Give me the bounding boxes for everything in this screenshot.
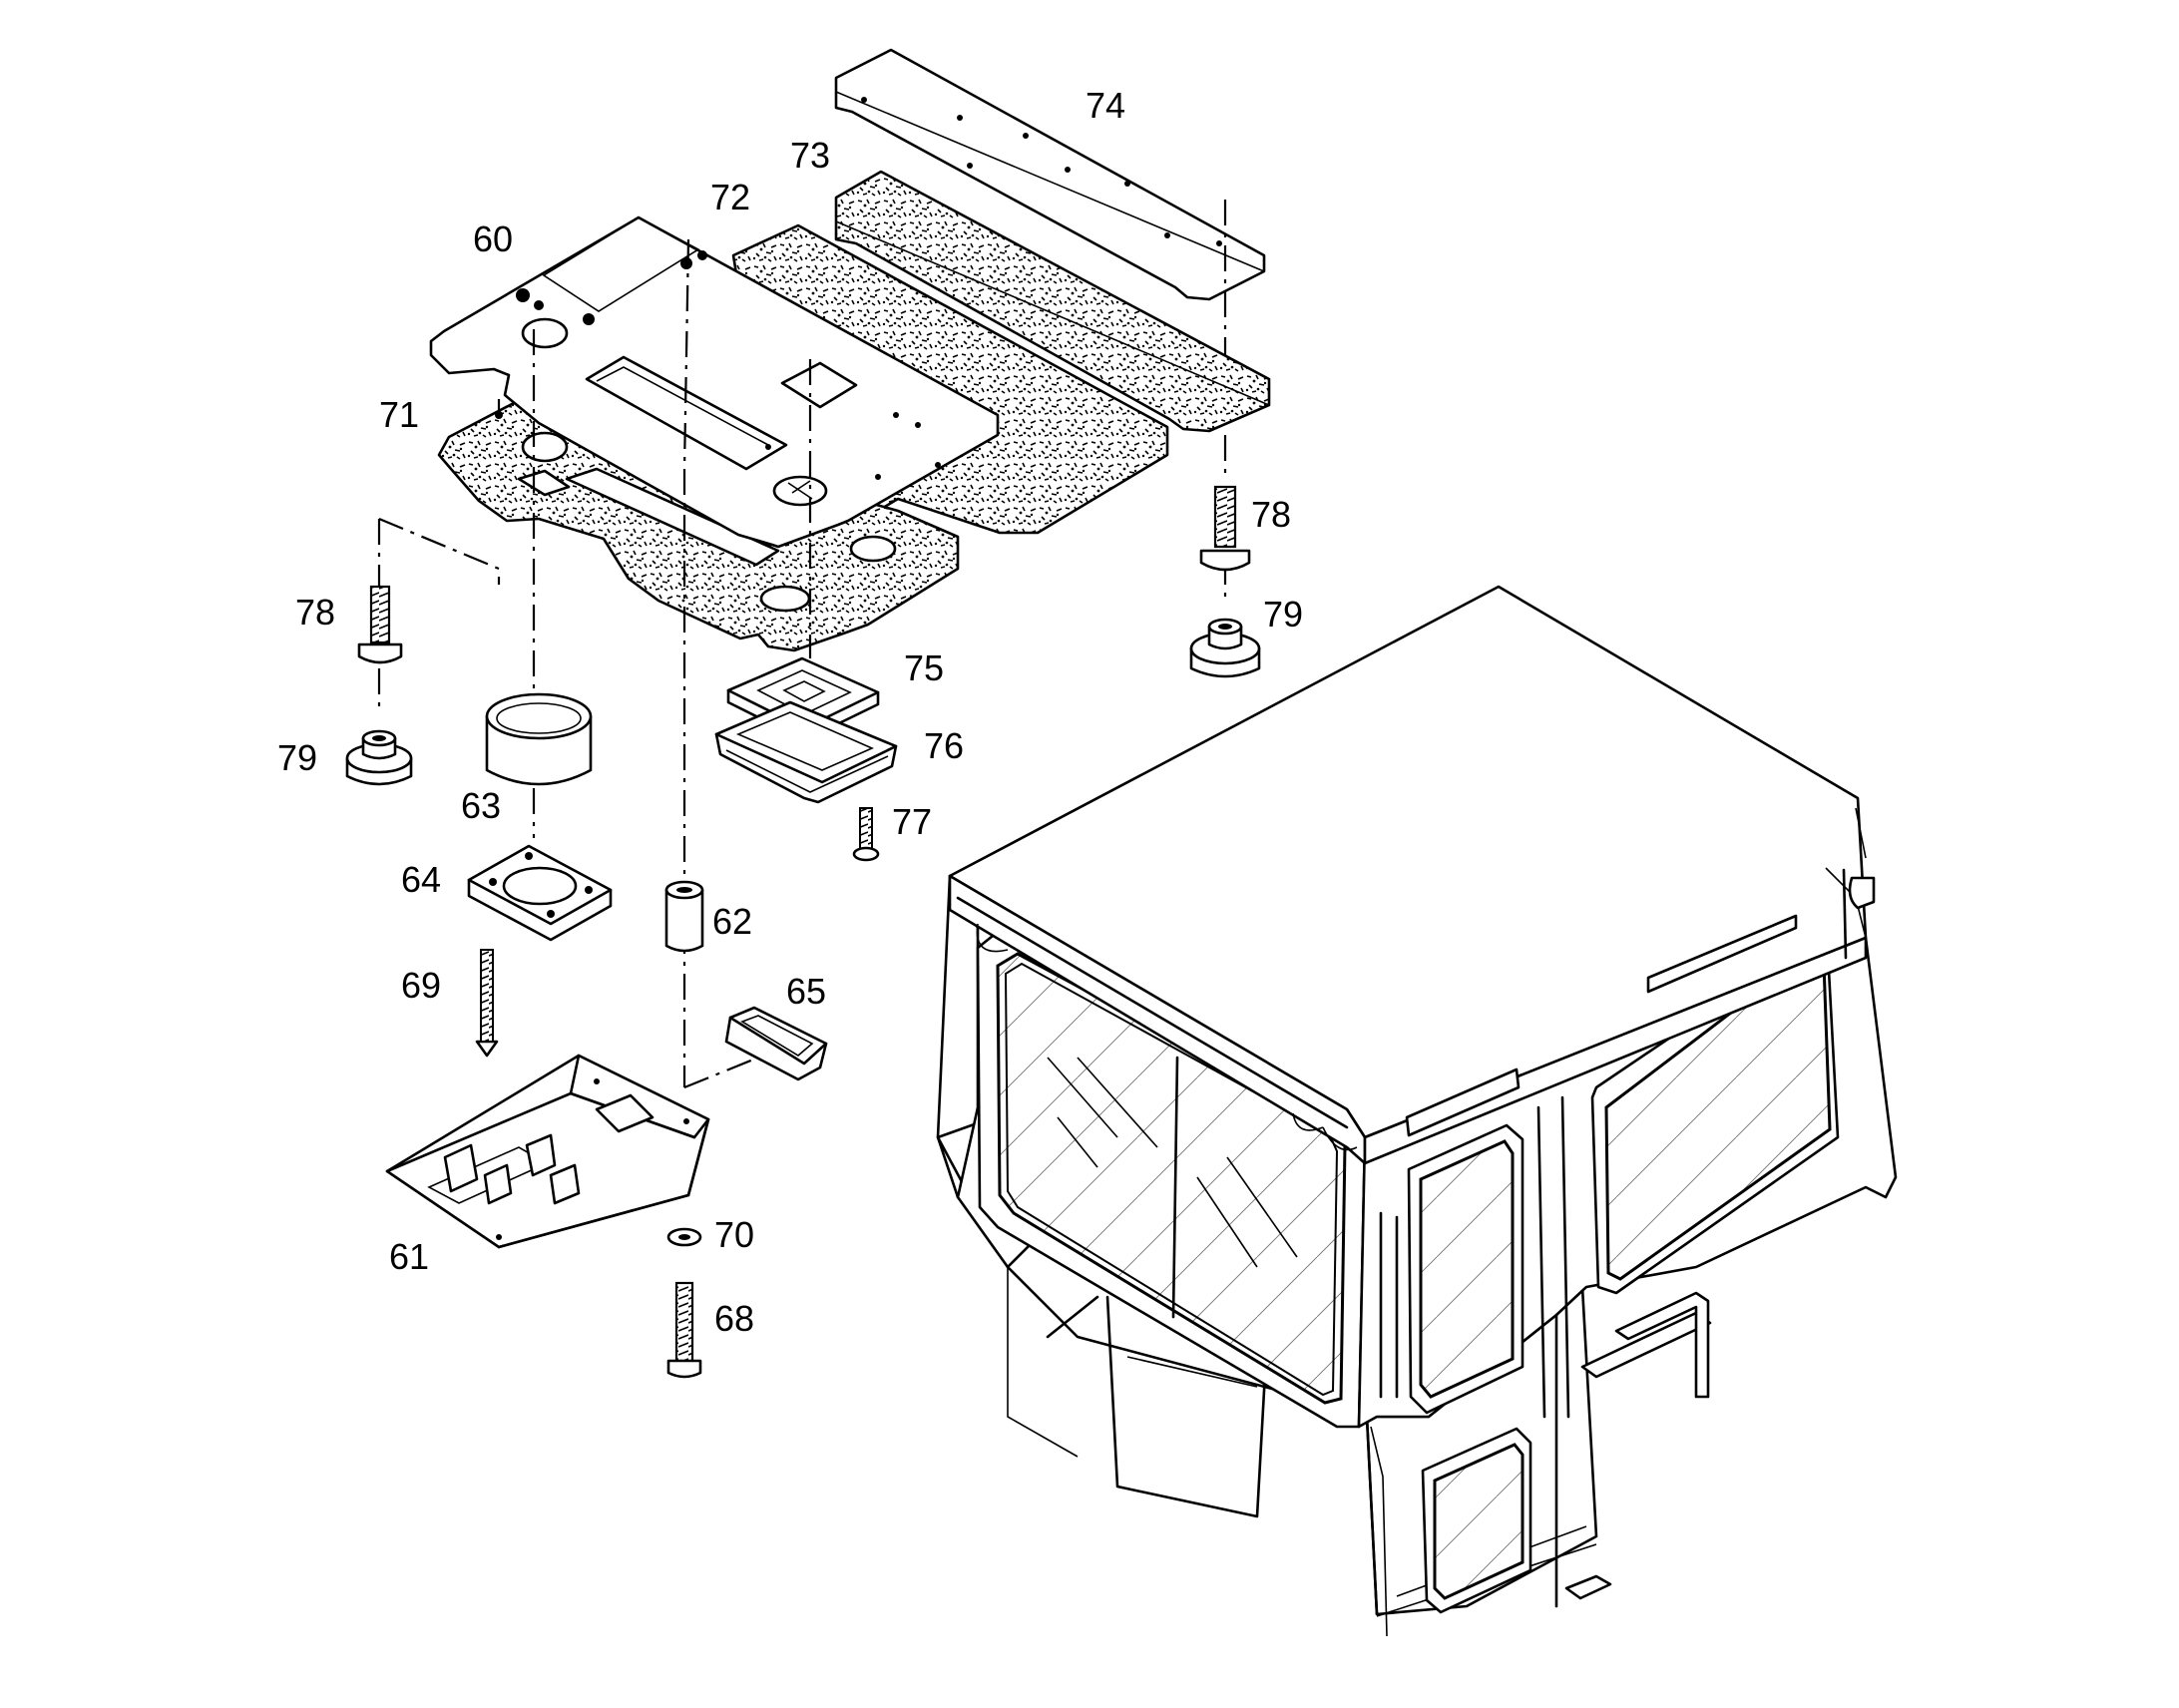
part-64-flange-plate — [467, 844, 613, 942]
label-72: 72 — [710, 177, 750, 217]
part-65-grommet — [724, 1006, 828, 1081]
label-78-left: 78 — [295, 592, 335, 633]
label-69: 69 — [401, 965, 441, 1006]
cab-assembly — [936, 585, 1898, 1637]
part-74-cover-strip — [834, 48, 1266, 301]
part-68-bolt — [666, 1281, 702, 1379]
part-79-mount-left — [345, 729, 413, 786]
part-70-washer — [666, 1227, 702, 1247]
label-78-right: 78 — [1251, 494, 1291, 535]
part-73-insulation-strip — [834, 170, 1271, 433]
label-64: 64 — [401, 859, 441, 900]
part-78-bolt-right — [1199, 485, 1251, 572]
label-68: 68 — [714, 1298, 754, 1339]
label-74: 74 — [1086, 85, 1125, 126]
label-75: 75 — [904, 647, 944, 688]
label-62: 62 — [712, 901, 752, 942]
part-76-seal-frame — [714, 700, 898, 804]
part-61-console-housing — [385, 1054, 710, 1249]
label-70: 70 — [714, 1214, 754, 1255]
label-79-left: 79 — [277, 737, 317, 778]
label-73: 73 — [790, 135, 830, 176]
label-71: 71 — [379, 394, 419, 435]
label-77: 77 — [892, 801, 932, 842]
part-63-bushing-ring — [485, 692, 593, 786]
label-61: 61 — [389, 1236, 429, 1277]
label-76: 76 — [924, 725, 964, 766]
label-79-right: 79 — [1263, 594, 1303, 635]
part-79-mount-right — [1189, 618, 1261, 678]
part-77-screw — [852, 807, 880, 862]
part-78-bolt-left — [357, 585, 403, 664]
label-60: 60 — [473, 218, 513, 259]
label-65: 65 — [786, 971, 826, 1012]
part-69-screw — [475, 949, 499, 1058]
label-63: 63 — [461, 785, 501, 826]
part-62-spacer-tube — [664, 880, 704, 953]
assembly-axis-lines — [377, 238, 1227, 1197]
